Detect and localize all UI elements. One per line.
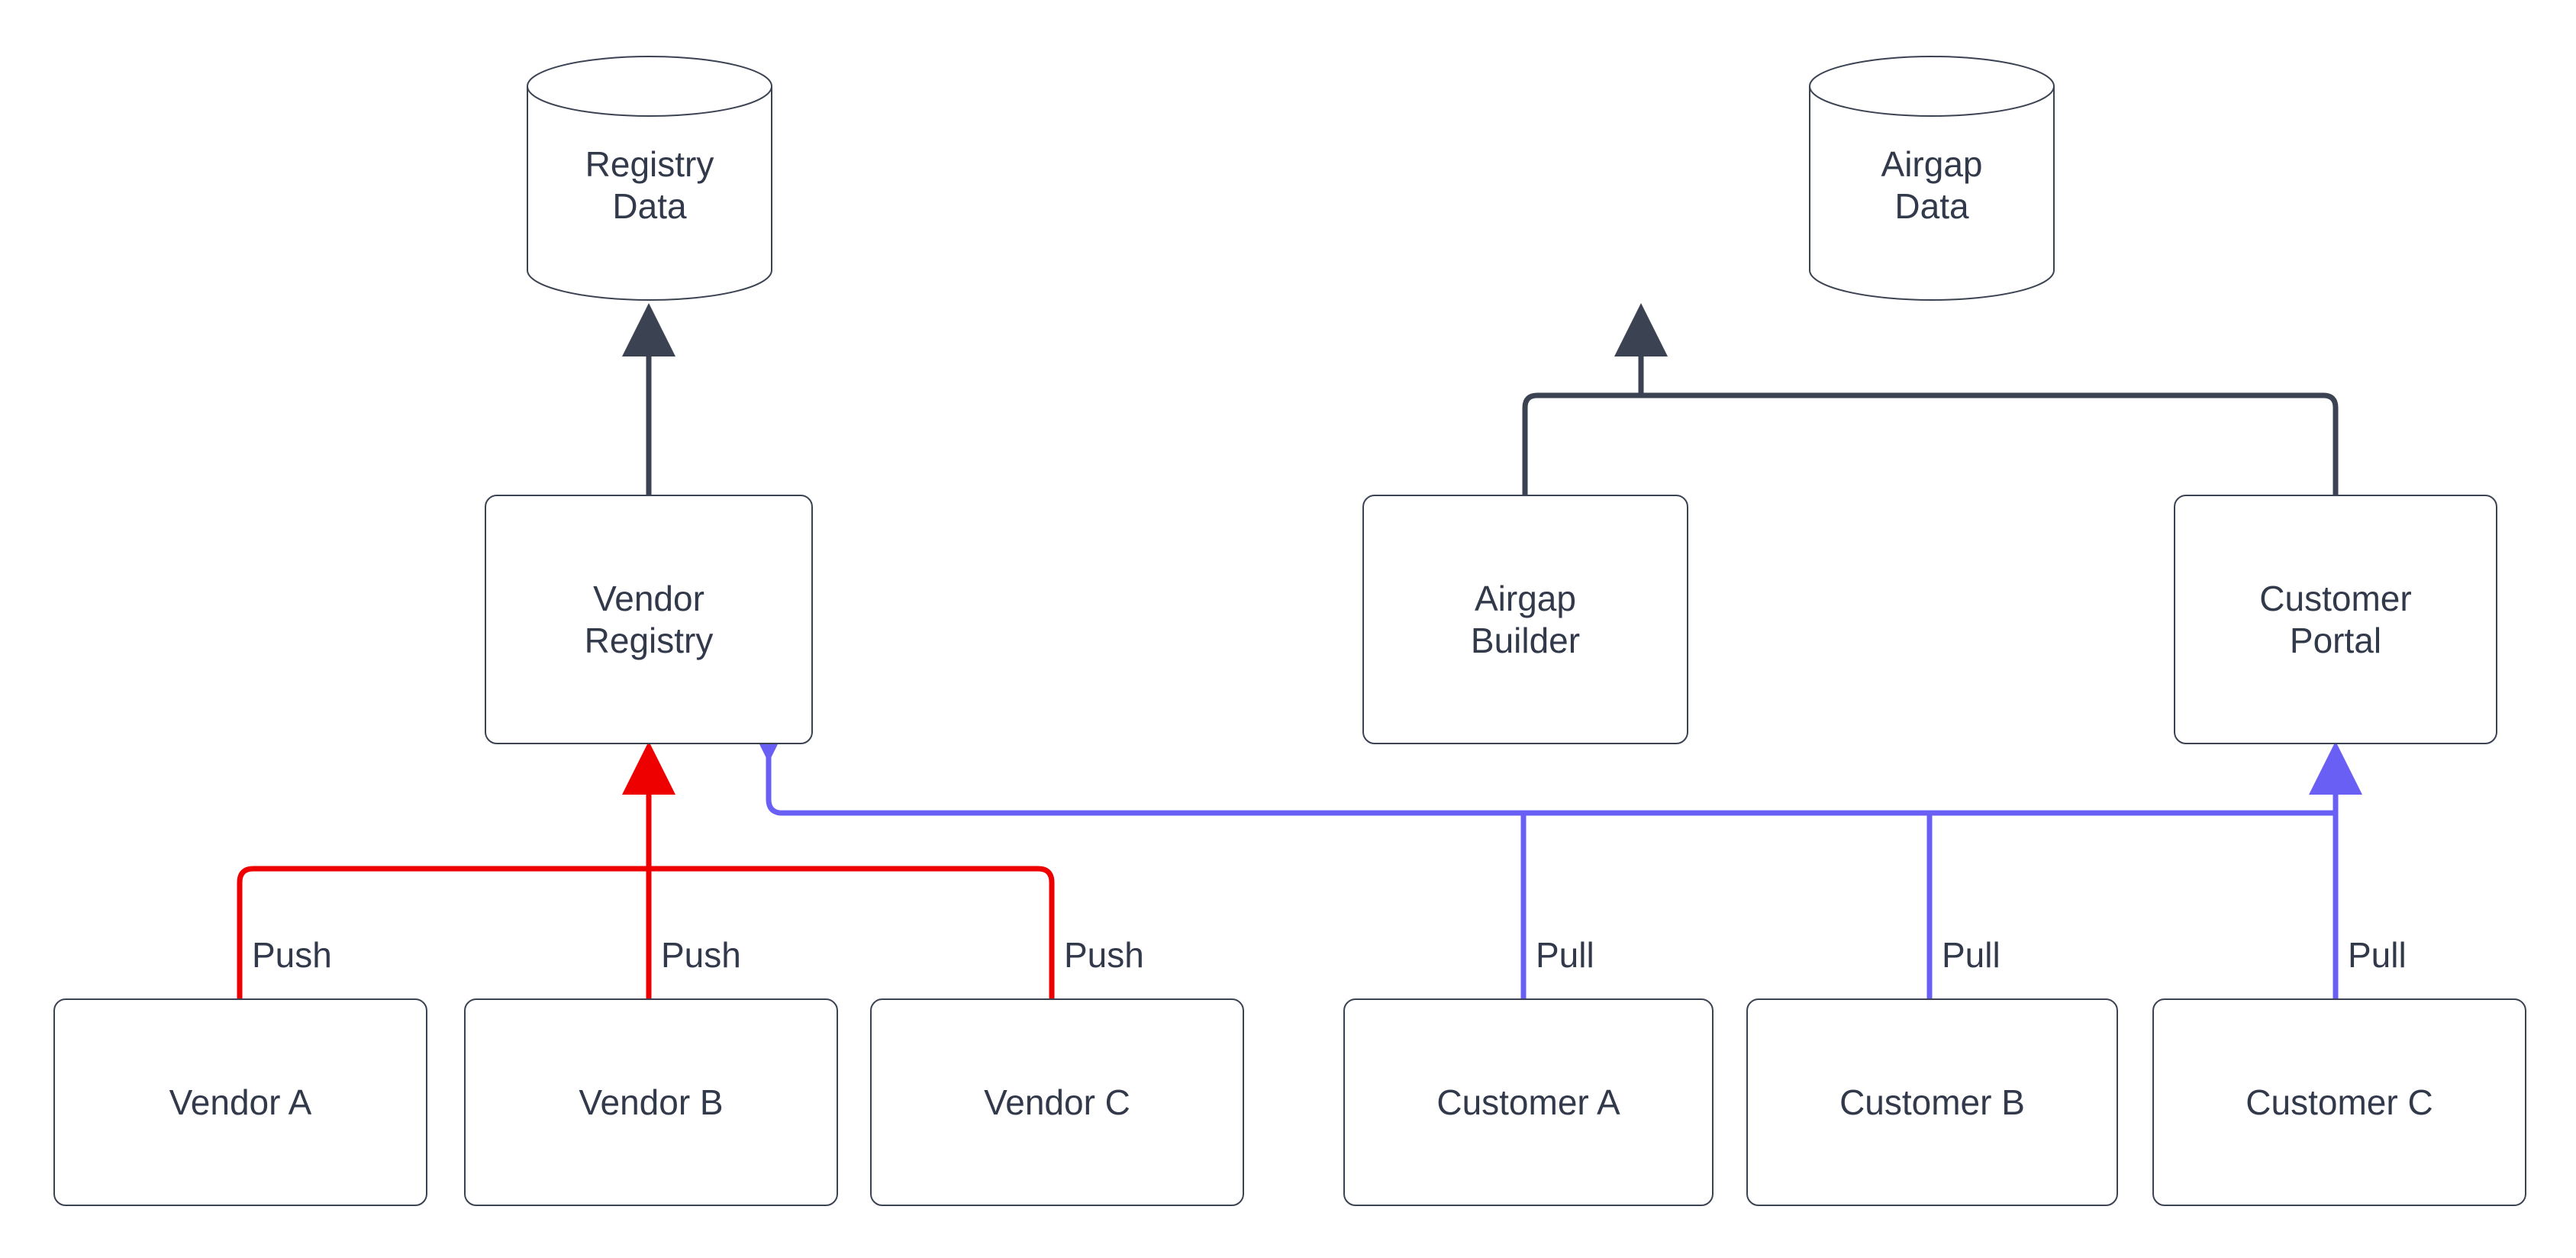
edge-label-push-vendor-b: Push (661, 935, 741, 975)
datastore-airgap-data-label: Airgap Data (1881, 144, 1983, 226)
node-customer-b[interactable]: Customer B (1746, 998, 2118, 1206)
datastore-registry-data: Registry Data (527, 56, 772, 301)
node-vendor-c-label: Vendor C (984, 1082, 1130, 1122)
node-vendor-registry-label: Vendor Registry (584, 579, 714, 660)
edge-push-bus (237, 866, 1055, 998)
node-airgap-builder-label: Airgap Builder (1470, 579, 1581, 660)
edge-label-pull-customer-b: Pull (1942, 935, 2001, 975)
edge-label-pull-customer-a: Pull (1536, 935, 1594, 975)
node-vendor-a-label: Vendor A (169, 1082, 312, 1122)
node-airgap-builder[interactable]: Airgap Builder (1362, 495, 1688, 744)
datastore-airgap-data: Airgap Data (1809, 56, 2055, 301)
edge-pull-bus (742, 709, 2336, 816)
node-vendor-b-label: Vendor B (579, 1082, 724, 1122)
node-vendor-registry[interactable]: Vendor Registry (485, 495, 813, 744)
node-customer-a[interactable]: Customer A (1343, 998, 1714, 1206)
node-vendor-a[interactable]: Vendor A (53, 998, 427, 1206)
node-customer-a-label: Customer A (1436, 1082, 1620, 1122)
node-customer-c[interactable]: Customer C (2152, 998, 2526, 1206)
node-vendor-b[interactable]: Vendor B (464, 998, 838, 1206)
edge-customer-portal-to-airgap-data (1641, 392, 2339, 495)
edge-label-pull-customer-c: Pull (2348, 935, 2407, 975)
edge-airgap-builder-to-airgap-data (1522, 303, 1668, 495)
node-customer-portal[interactable]: Customer Portal (2174, 495, 2497, 744)
edge-label-push-vendor-a: Push (252, 935, 332, 975)
node-customer-b-label: Customer B (1839, 1082, 2025, 1122)
node-customer-c-label: Customer C (2246, 1082, 2433, 1122)
datastore-registry-data-label: Registry Data (585, 144, 714, 226)
edge-label-push-vendor-c: Push (1064, 935, 1144, 975)
node-customer-portal-label: Customer Portal (2259, 579, 2412, 660)
node-vendor-c[interactable]: Vendor C (870, 998, 1244, 1206)
